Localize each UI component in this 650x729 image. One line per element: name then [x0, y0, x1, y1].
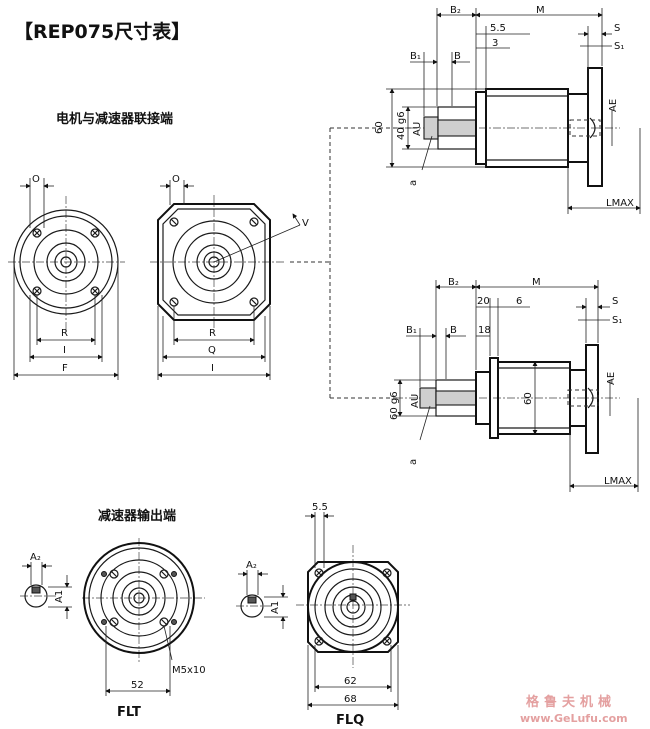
dim-B1-bottom: B₁ [406, 325, 417, 336]
dim-A1-flq: A1 [270, 601, 281, 614]
dim-I-1: I [63, 345, 66, 356]
flq-front-view: 5.5 62 68 FLQ [296, 502, 410, 728]
dim-AE-top: AE [608, 99, 619, 112]
dim-B1-top: B₁ [410, 51, 421, 62]
dim-AU-bottom: AU [410, 394, 421, 408]
flt-caption: FLT [117, 705, 141, 720]
dim-A2-flt: A₂ [30, 552, 41, 563]
dim-a-top: a [408, 180, 419, 186]
dim-B2-top: B₂ [450, 5, 461, 16]
dim-20-bottom: 20 [477, 296, 490, 307]
dim-a-bottom: a [408, 459, 419, 465]
dim-O-2: O [172, 174, 180, 185]
dim-A2-flq: A₂ [246, 560, 257, 571]
dim-60g6-bottom: 60 g6 [389, 391, 400, 420]
dim-B2-bottom: B₂ [448, 277, 459, 288]
dim-AU-top: AU [412, 122, 423, 136]
dim-3-top: 3 [492, 38, 498, 49]
dim-5-5-top: 5.5 [490, 23, 506, 34]
dim-A1-flt: A1 [54, 590, 65, 603]
dim-F: F [62, 363, 68, 374]
watermark-cn: 格鲁夫机械 [526, 694, 616, 710]
dim-Q: Q [208, 345, 216, 356]
dim-M-top: M [536, 5, 545, 16]
dim-R-1: R [61, 328, 68, 339]
dim-B-top: B [454, 51, 461, 62]
dim-52-flt: 52 [131, 680, 144, 691]
flt-shaft-detail: A₂ A1 [20, 552, 72, 619]
dim-60-top: 60 [374, 121, 385, 134]
side-view-top: B₂ M 5.5 3 B₁ B S S₁ 60 40 g6 AU a [374, 5, 641, 214]
dim-Lmax-bottom: LMAX [604, 476, 632, 487]
page-title: 【REP075尺寸表】 [14, 20, 190, 43]
side-view-bottom: B₂ M 20 6 18 B₁ B S S₁ 60 g6 AU a 60 [389, 277, 639, 492]
dim-18-bottom: 18 [478, 325, 491, 336]
dim-40g6-top: 40 g6 [396, 111, 407, 140]
dim-B-bottom: B [450, 325, 457, 336]
dim-60-bottom: 60 [523, 392, 534, 405]
front-view-square: V O R Q I [150, 174, 309, 380]
front-view-round: O R I F [8, 174, 125, 380]
dim-5-5-flq: 5.5 [312, 502, 328, 513]
dim-AE-bottom: AE [606, 372, 617, 385]
flq-shaft-detail: A₂ A1 [236, 560, 288, 629]
dim-S-top: S [614, 23, 620, 34]
flt-front-view: M5x10 52 FLT [82, 538, 206, 720]
dim-I-2: I [211, 363, 214, 374]
dim-68-flq: 68 [344, 694, 357, 705]
dim-S-bottom: S [612, 296, 618, 307]
dim-M-bottom: M [532, 277, 541, 288]
thread-M5x10: M5x10 [172, 665, 206, 676]
connector-lines [290, 127, 415, 399]
dim-Lmax-top: LMAX [606, 198, 634, 209]
section-output-label: 减速器输出端 [98, 508, 176, 524]
dim-6-bottom: 6 [516, 296, 522, 307]
dim-R-2: R [209, 328, 216, 339]
dim-V: V [302, 218, 309, 229]
dim-S1-top: S₁ [614, 41, 624, 52]
section-motor-label: 电机与减速器联接端 [56, 111, 173, 127]
dim-S1-bottom: S₁ [612, 315, 622, 326]
dim-O-1: O [32, 174, 40, 185]
dim-62-flq: 62 [344, 676, 357, 687]
flq-caption: FLQ [336, 713, 364, 728]
watermark-url: www.GeLufu.com [520, 712, 628, 725]
